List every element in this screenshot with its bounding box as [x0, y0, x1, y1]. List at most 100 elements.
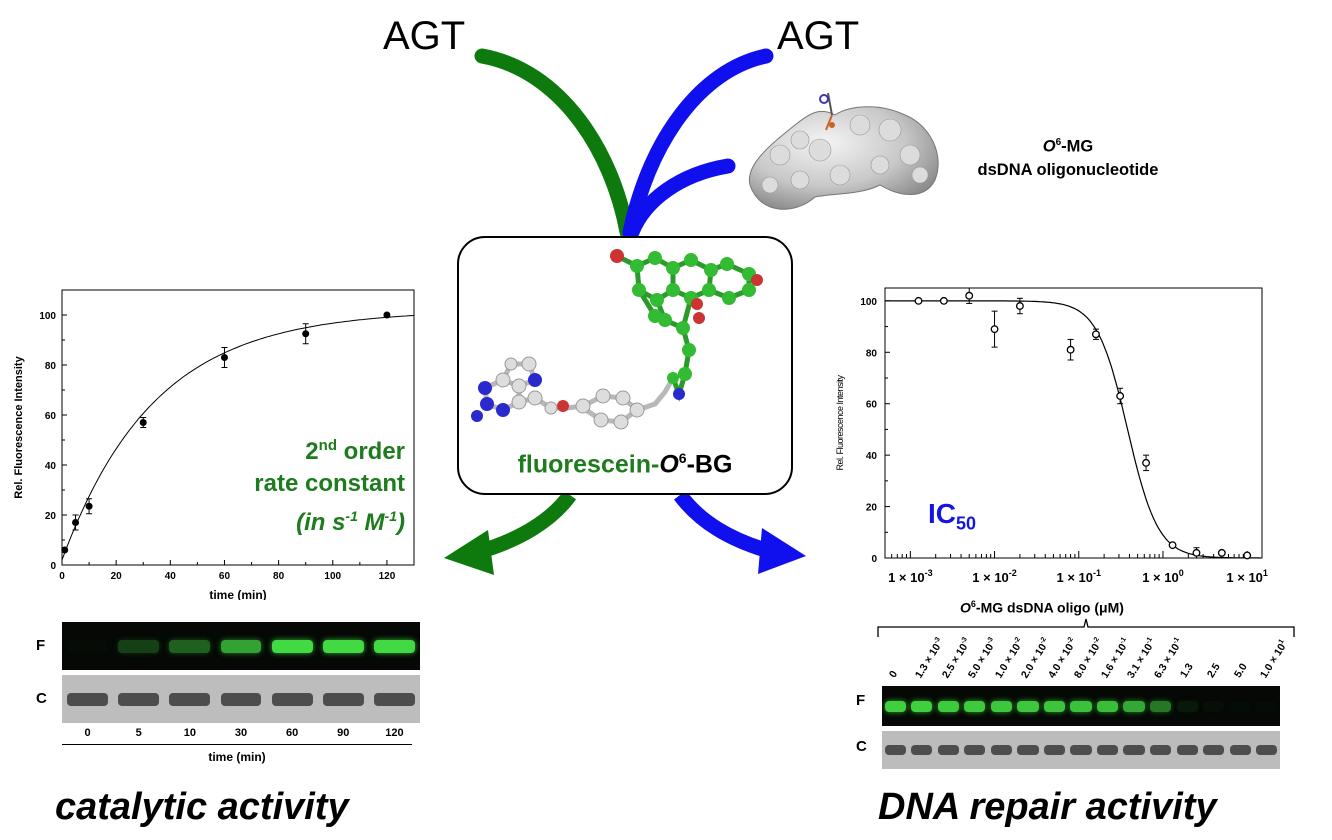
left-gel-f-band [169, 640, 211, 653]
agt-right-label: AGT [777, 14, 860, 58]
left-gel-fluorescence [62, 622, 420, 670]
green-arrowhead [444, 530, 494, 575]
right-gel-f-band [1230, 701, 1251, 711]
probe-molecule-image [471, 249, 763, 430]
right-gel-c-band [1203, 745, 1225, 756]
right-data-point [1091, 330, 1100, 339]
left-data-point [85, 502, 93, 510]
left-x-tick-label: 20 [111, 571, 123, 582]
left-gel-c-band [220, 693, 262, 706]
left-data-point [302, 330, 310, 338]
right-gel-f-band [1256, 701, 1277, 711]
right-y-tick-label: 100 [860, 297, 877, 308]
right-bracket [877, 618, 1295, 637]
right-data-point [990, 325, 999, 334]
blue-top-arrow [622, 48, 774, 240]
left-gel-f-band [322, 640, 364, 653]
blue-branch-arrow [624, 158, 736, 240]
right-gel-c-band [911, 745, 933, 756]
right-gel-f-band [1176, 701, 1198, 712]
blue-bottom-arrow [673, 490, 775, 560]
right-data-point [1142, 458, 1151, 467]
left-gel-lane-label: 0 [84, 727, 91, 739]
right-xlabel: O6-MG dsDNA oligo (μM) [960, 599, 1124, 616]
rate-constant-annotation: 2nd order rate constant (in s-1 M-1) [254, 437, 405, 536]
left-y-tick-label: 40 [45, 461, 57, 472]
right-x-tick-label: 1 × 10-3 [888, 568, 933, 585]
left-gel-xlabel: time (min) [208, 750, 266, 764]
left-gel-c-band [373, 693, 415, 706]
right-gel-coomassie [882, 731, 1280, 769]
right-data-point [1217, 548, 1226, 557]
right-gel-f-band [1043, 701, 1066, 712]
right-gel-fluorescence [882, 686, 1280, 726]
left-gel-f-band [67, 640, 108, 652]
left-gel-c-band [271, 693, 313, 706]
right-data-point [1243, 551, 1252, 560]
right-gel-c-band [937, 745, 959, 756]
right-data-point [914, 296, 923, 305]
left-chart-frame [61, 289, 415, 566]
right-gel-f-band [1123, 701, 1145, 712]
left-gel-c-band [118, 693, 160, 706]
right-x-tick-label: 1 × 10-1 [1056, 568, 1101, 585]
left-y-tick-label: 20 [45, 511, 57, 522]
right-gel-f-band [1070, 701, 1092, 712]
left-data-point [72, 519, 80, 526]
right-x-tick-label: 1 × 101 [1226, 568, 1268, 585]
green-top-arrow [474, 48, 635, 240]
right-gel-c-band [1043, 745, 1066, 756]
left-y-tick-label: 100 [39, 311, 56, 322]
right-y-tick-label: 80 [866, 348, 878, 359]
left-gel-f-band [373, 640, 415, 653]
left-gel-lane-label: 120 [385, 727, 404, 739]
dna-repair-activity-title: DNA repair activity [878, 786, 1217, 828]
blue-arrowhead [758, 528, 806, 574]
probe-box: fluorescein-O6-BG [457, 236, 793, 495]
left-gel-f-band [118, 640, 160, 653]
left-data-point [220, 354, 228, 361]
left-x-tick-label: 40 [165, 571, 177, 582]
right-gel-c-band [1096, 745, 1119, 756]
left-y-tick-label: 0 [50, 561, 56, 572]
catalytic-activity-title: catalytic activity [55, 786, 349, 828]
left-x-tick-label: 120 [379, 571, 396, 582]
right-gel-c-band [1123, 745, 1145, 756]
left-data-point [139, 419, 147, 426]
agt-left-label: AGT [383, 14, 466, 58]
left-gel-c-band [67, 693, 109, 706]
left-y-tick-label: 80 [45, 361, 57, 372]
right-y-tick-label: 40 [866, 451, 878, 462]
right-gel-c-band [1149, 745, 1172, 756]
right-chart-frame [884, 287, 1263, 559]
left-gel-c-band [169, 693, 211, 706]
right-gel-f-band [990, 701, 1012, 712]
green-bottom-arrow [475, 490, 577, 560]
left-gel-f-band [220, 640, 262, 653]
right-y-tick-label: 20 [866, 503, 878, 514]
left-y-axis-label: Rel. Fluorescence Intensity [13, 355, 25, 498]
right-data-point [1192, 548, 1201, 557]
left-gel-lane-label: 90 [337, 727, 350, 739]
left-x-tick-label: 100 [324, 571, 341, 582]
left-gel-c-band [322, 693, 364, 706]
right-gel-f-band [911, 701, 933, 712]
right-gel-c-band [1176, 745, 1198, 756]
left-data-point [383, 311, 391, 319]
left-gel-coomassie [62, 675, 420, 723]
right-data-point [1066, 345, 1075, 354]
dna-surface-image [748, 92, 939, 210]
right-y-axis-label: Rel. Fluorescence Intensity [835, 374, 845, 470]
left-fit-curve [61, 315, 415, 561]
left-gel-axis-line [62, 744, 412, 745]
left-gel-f-band [271, 640, 313, 653]
right-gel-f-band [1096, 701, 1119, 712]
right-gel-f-band [1017, 701, 1039, 712]
right-gel-f-label: F [856, 692, 866, 709]
right-gel-c-band [1229, 745, 1251, 756]
ic50-annotation: IC50 [928, 498, 977, 534]
right-gel-f-band [1203, 701, 1224, 711]
right-gel-f-band [964, 701, 986, 712]
